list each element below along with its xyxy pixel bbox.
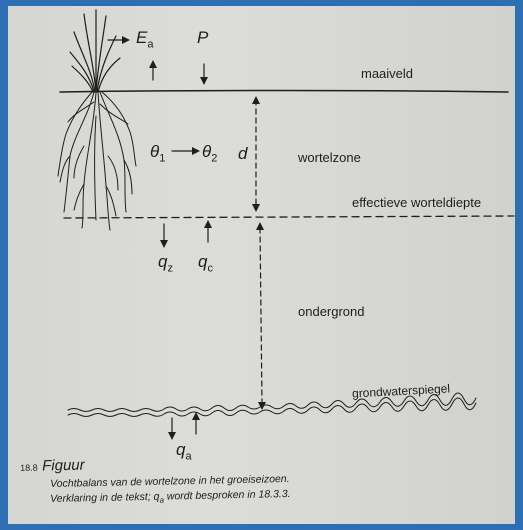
qa-label: qa — [176, 440, 192, 462]
theta1-symbol: θ — [150, 142, 159, 161]
evaporation-label: Ea — [136, 28, 153, 50]
arrowhead — [256, 222, 264, 230]
evaporation-symbol: E — [136, 28, 147, 47]
qz-subscript: z — [167, 262, 173, 274]
qz-label: qz — [158, 252, 173, 274]
subsoil-label: ondergrond — [298, 304, 365, 319]
qc-label: qc — [198, 252, 213, 274]
root-zone-label: wortelzone — [298, 150, 361, 165]
caption-title: Figuur — [42, 457, 85, 475]
root-depth-label: effectieve worteldiepte — [352, 195, 481, 210]
arrowhead — [200, 77, 208, 85]
theta2-symbol: θ — [202, 142, 211, 161]
qc-subscript: c — [207, 262, 213, 274]
arrowhead — [122, 36, 130, 44]
theta2-subscript: 2 — [211, 152, 217, 164]
precipitation-label: P — [197, 28, 208, 48]
root-system — [58, 92, 136, 230]
qa-subscript: a — [185, 450, 191, 462]
theta1-label: θ1 — [150, 142, 165, 164]
evaporation-subscript: a — [147, 38, 153, 50]
arrowhead — [160, 240, 168, 248]
root-depth-line — [64, 216, 514, 218]
caption-line-2-end: wordt besproken in 18.3.3. — [164, 488, 291, 503]
subsoil-line — [260, 228, 262, 402]
surface-label: maaiveld — [361, 66, 413, 81]
book-page: Ea P maaiveld θ1 θ2 d wortelzone effecti… — [8, 6, 515, 524]
arrowhead — [258, 402, 266, 410]
theta1-subscript: 1 — [159, 152, 165, 164]
depth-label: d — [238, 144, 247, 164]
arrowhead — [149, 60, 157, 68]
surface-line — [60, 91, 508, 93]
moisture-balance-diagram — [8, 6, 515, 524]
arrowhead — [168, 432, 176, 440]
figure-caption: 18.8 Figuur — [20, 457, 85, 476]
arrowhead — [204, 220, 212, 228]
plant-icon — [70, 10, 120, 92]
arrowhead — [192, 147, 200, 155]
arrowhead — [252, 96, 260, 104]
caption-line-2-start: Verklaring in de tekst; q — [50, 491, 160, 505]
caption-number: 18.8 — [20, 463, 38, 473]
arrowhead — [252, 204, 260, 212]
theta2-label: θ2 — [202, 142, 217, 164]
